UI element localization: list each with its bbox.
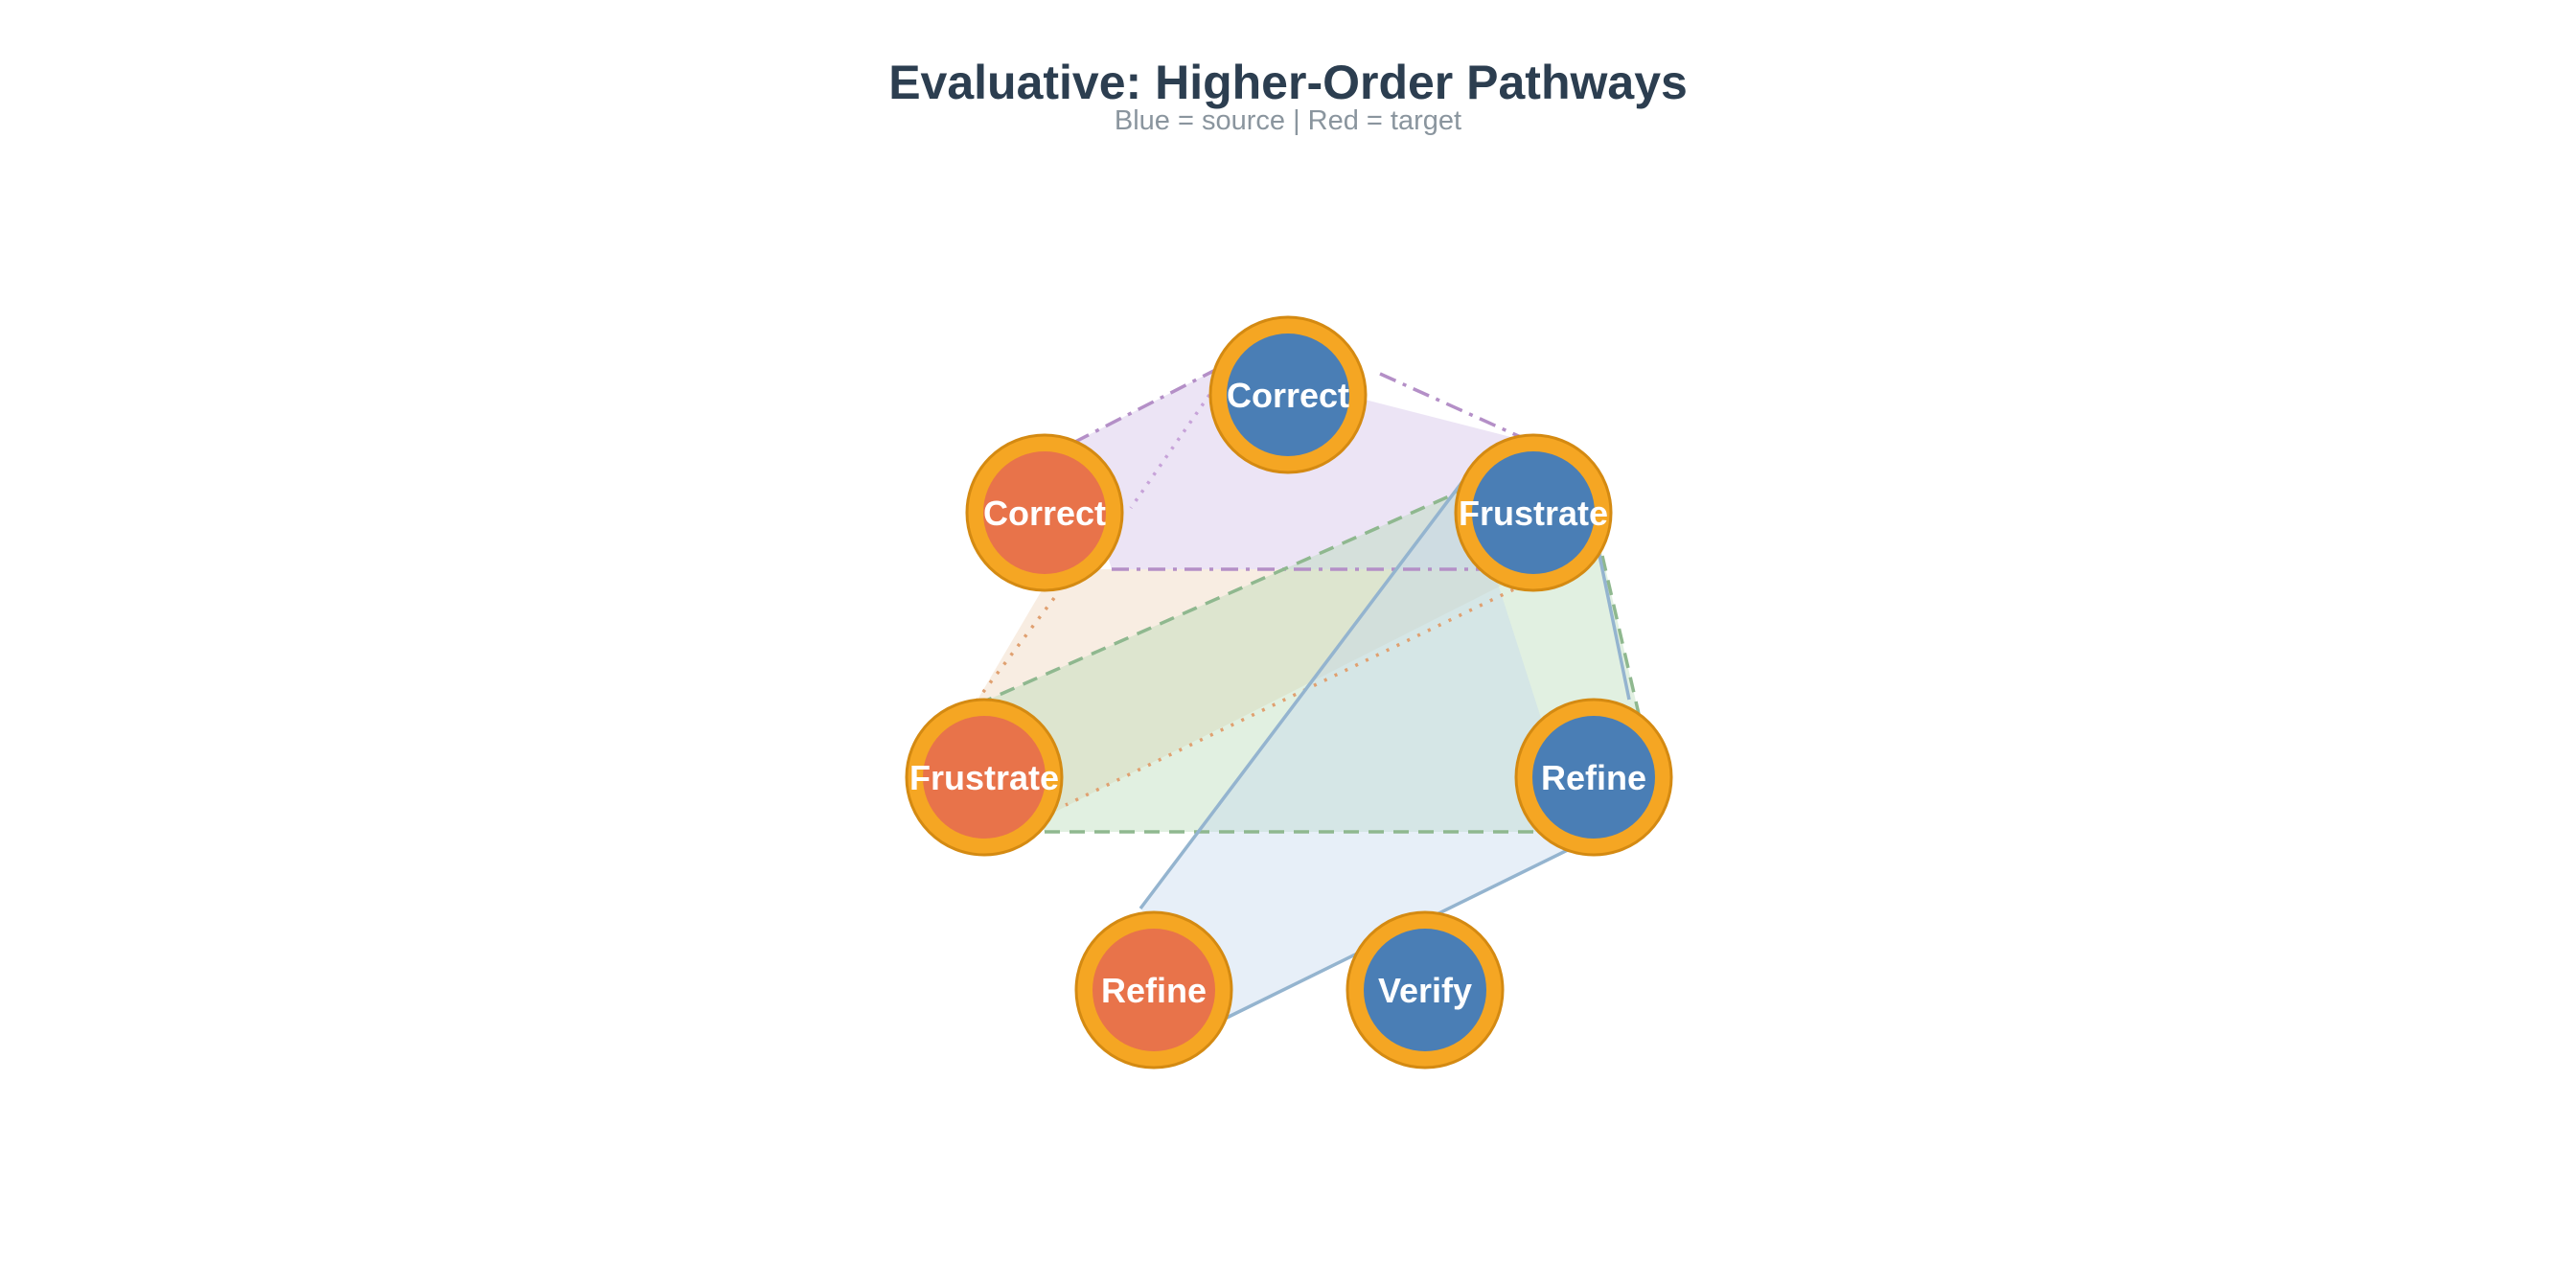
- node-label: Refine: [1541, 758, 1646, 797]
- hyperedge-orange-region: [978, 569, 1533, 832]
- hyperedge-green-outline: [977, 487, 1641, 834]
- node-label: Correct: [983, 494, 1106, 533]
- hyperedge-orange-outline: [976, 583, 1525, 807]
- node-frustrate-source[interactable]: Frustrate: [1454, 433, 1613, 592]
- node-label: Verify: [1378, 971, 1472, 1010]
- node-refine-source[interactable]: Refine: [1514, 698, 1673, 857]
- node-label: Refine: [1101, 971, 1207, 1010]
- hyperedge-purple-outline: [1072, 362, 1534, 571]
- hyperedge-purple-inner: [1129, 394, 1211, 509]
- diagram-title: Evaluative: Higher-Order Pathways: [888, 56, 1688, 109]
- node-frustrate-target[interactable]: Frustrate: [905, 698, 1064, 857]
- node-correct-source[interactable]: Correct: [1208, 315, 1368, 474]
- nodes: Correct Frustrate Refine Verify Refine: [905, 315, 1673, 1070]
- node-label: Frustrate: [909, 758, 1059, 797]
- node-correct-target[interactable]: Correct: [965, 433, 1124, 592]
- hyperedge-green-region: [978, 489, 1639, 832]
- node-refine-target[interactable]: Refine: [1074, 910, 1233, 1070]
- node-verify-source[interactable]: Verify: [1346, 910, 1505, 1070]
- node-label: Frustrate: [1459, 494, 1608, 533]
- node-label: Correct: [1227, 376, 1349, 415]
- hyperedge-blue-region: [1140, 479, 1581, 1018]
- hyperedge-outlines: [976, 362, 1641, 1020]
- diagram-subtitle: Blue = source | Red = target: [1114, 105, 1462, 136]
